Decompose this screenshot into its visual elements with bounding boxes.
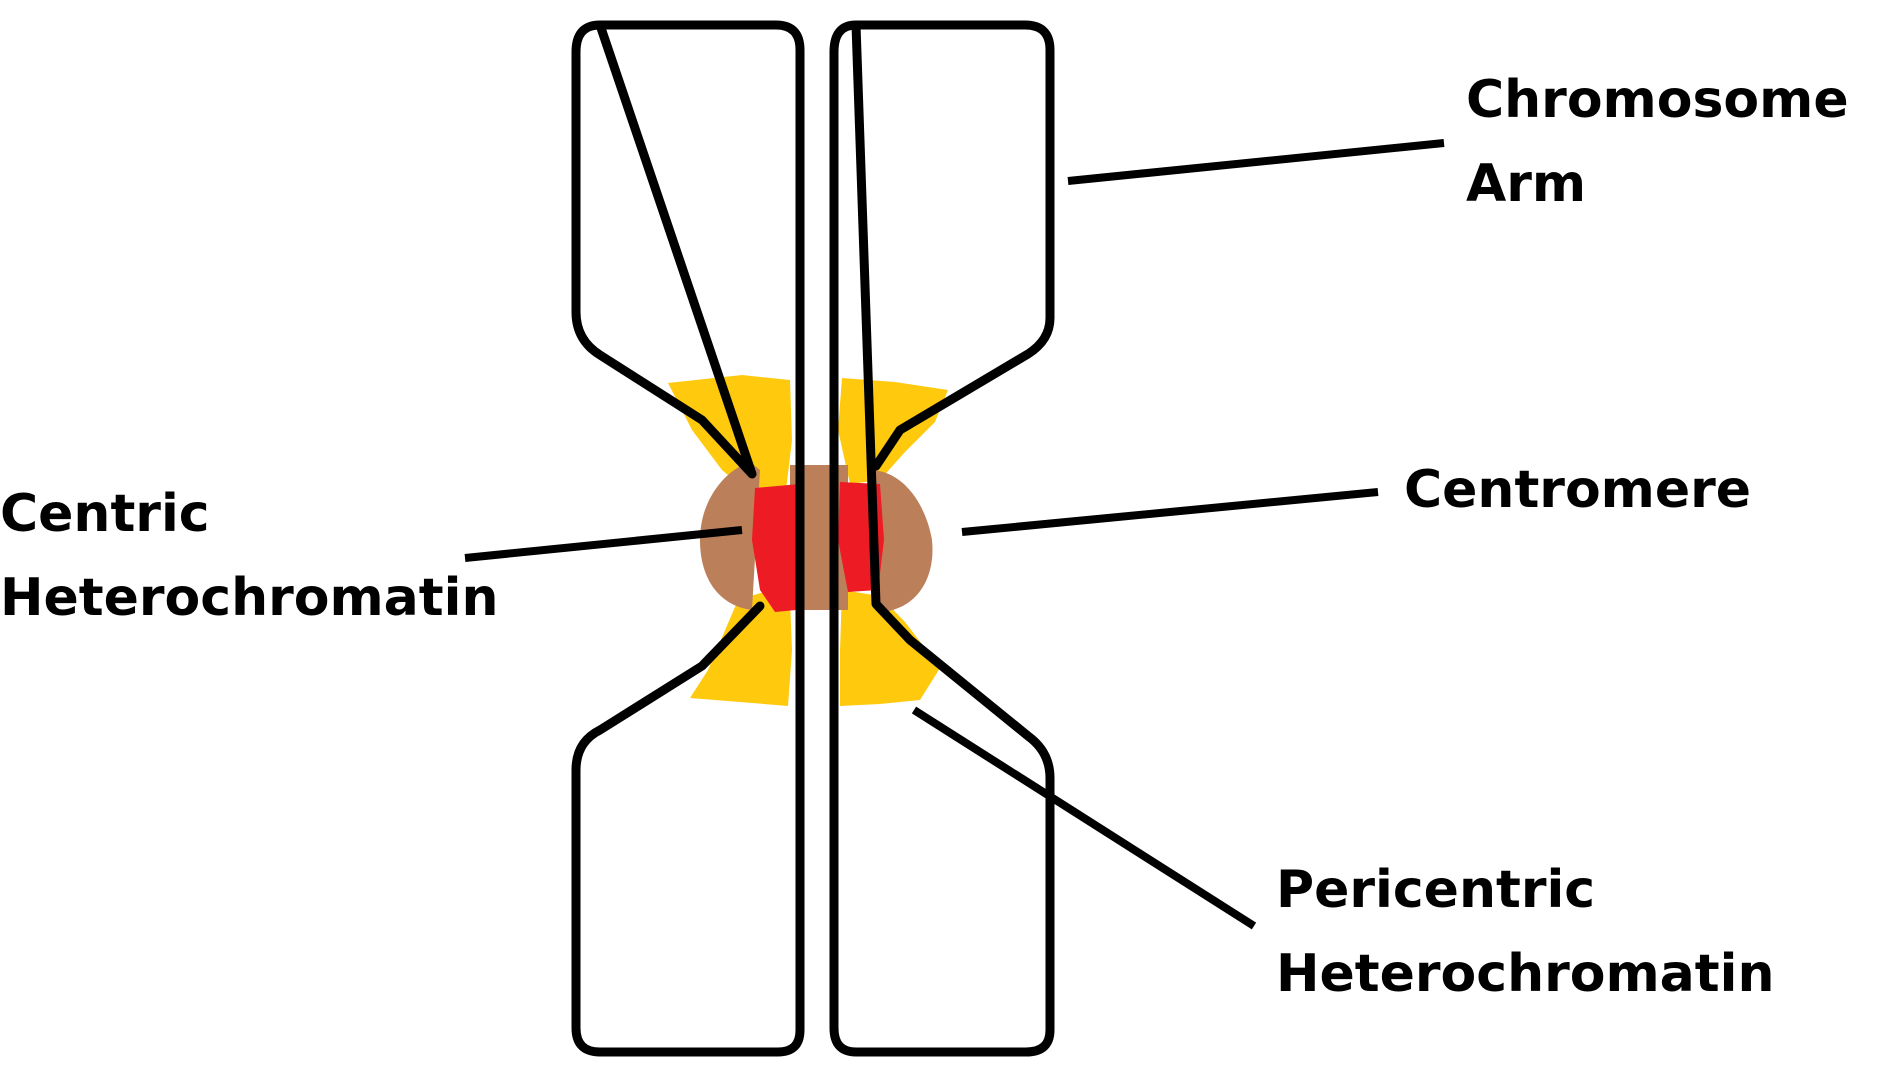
pericentric-heterochromatin-label-line-1: Pericentric [1276,848,1774,932]
chromosome-arm-label: Chromosome Arm [1466,58,1849,226]
pericentric-heterochromatin-leader [914,710,1254,926]
pericentric-region-upper-right [838,378,948,484]
centromere-region [700,462,932,612]
centromere-label: Centromere [1404,448,1751,532]
chromosome-arm-label-line-1: Chromosome [1466,58,1849,142]
centromere-leader [962,492,1378,532]
chromosome-arm-leader [1068,143,1444,181]
pericentric-heterochromatin-label: Pericentric Heterochromatin [1276,848,1774,1016]
centric-heterochromatin-label: Centric Heterochromatin [0,472,498,640]
centric-region-left [752,484,800,612]
centric-heterochromatin-label-line-2: Heterochromatin [0,556,498,640]
centromere-label-line-1: Centromere [1404,448,1751,532]
leader-lines [465,143,1444,926]
pericentric-heterochromatin-label-line-2: Heterochromatin [1276,932,1774,1016]
centric-heterochromatin-label-line-1: Centric [0,472,498,556]
chromosome-arm-label-line-2: Arm [1466,142,1849,226]
